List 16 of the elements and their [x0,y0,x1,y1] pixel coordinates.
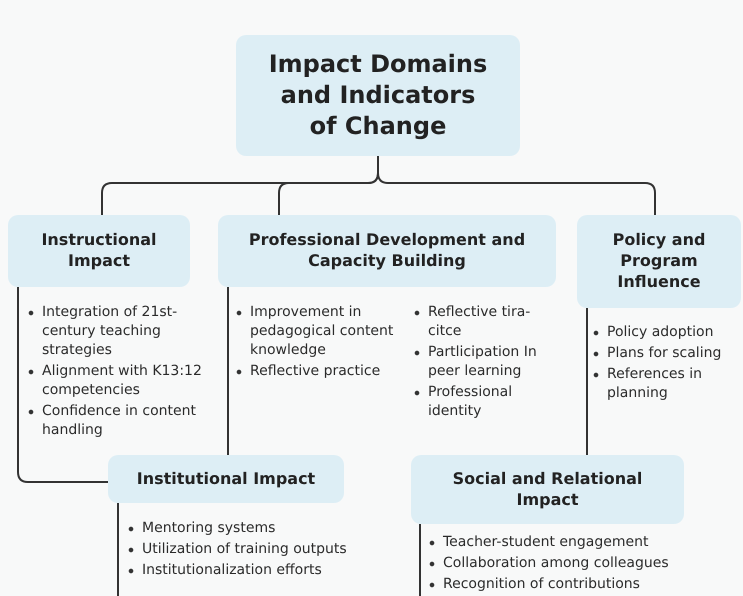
connector-line [227,287,229,455]
category-heading: Institutional Impact [136,468,316,490]
connector-line [377,156,656,215]
category-box [108,455,344,503]
category-heading: Instructional Impact [40,230,158,272]
category-heading: Professional Development and Capacity Building [248,230,526,272]
category-box [236,35,520,156]
connector-line [17,287,108,483]
category-box [577,215,741,308]
category-box [8,215,190,287]
category-heading: Social and Relational Impact [452,468,644,510]
connector-line [586,308,588,455]
category-heading: Policy and Program Influence [612,230,706,293]
root-heading: Impact Domains and Indicators of Change [268,48,488,142]
category-box [218,215,556,287]
category-box [411,455,684,524]
